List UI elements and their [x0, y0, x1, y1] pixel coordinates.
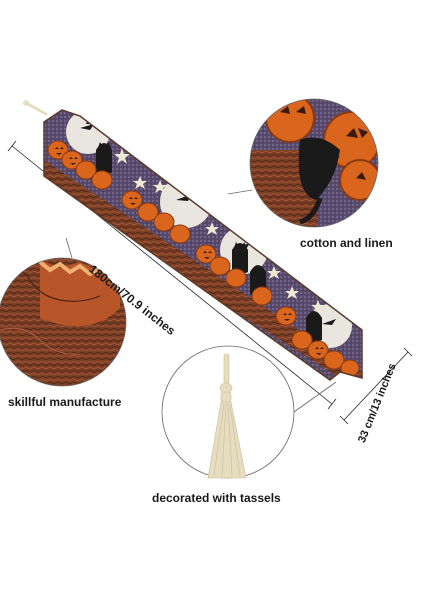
- tassel-callout: decorated with tassels: [152, 491, 281, 505]
- craft-callout: skillful manufacture: [8, 395, 122, 409]
- material-callout: cotton and linen: [300, 236, 393, 250]
- zoom-cotton-linen: [227, 98, 379, 228]
- zoom-tassel: [161, 345, 337, 479]
- tassel-icon: [207, 353, 247, 479]
- pumpkin-row: [47, 140, 360, 377]
- width-dimension-line: [339, 347, 413, 425]
- star-icons: [114, 148, 325, 313]
- cat-silhouettes: [96, 142, 322, 342]
- zoom-skillful-manufacture: [0, 237, 127, 387]
- runner-end-tassel: [23, 100, 48, 116]
